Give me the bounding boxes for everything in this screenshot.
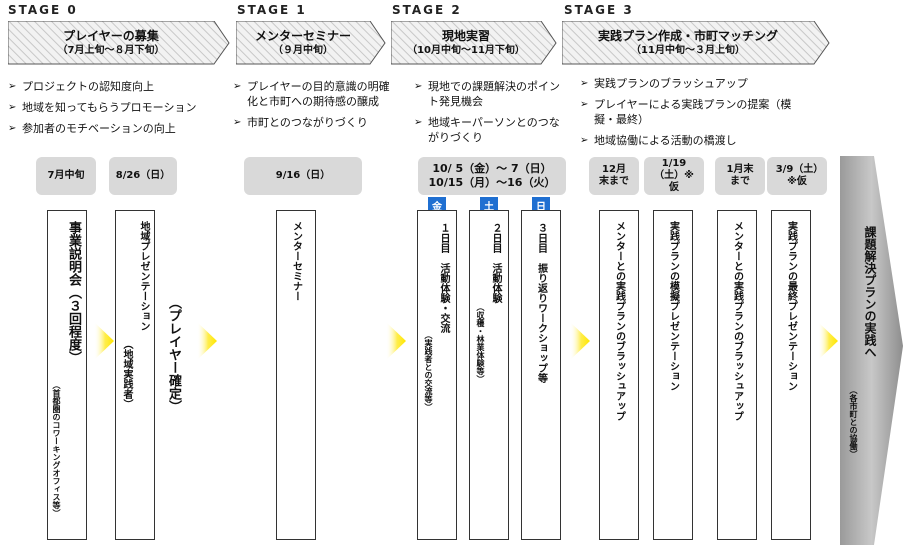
bullet-arrow-icon: ➢ [233,117,242,128]
chiiki-pres-main: 地域プレゼンテーション [138,221,149,331]
mock-pres-box: 実践プランの模擬プレゼンテーション [653,210,693,540]
brush1-box: メンターとの実践プランのブラッシュアップ [599,210,639,540]
stage2-period: （10月中旬～11月下旬） [407,45,525,56]
setsumeikai-main: 事業説明会（３回程度） [66,221,81,364]
player-kakutei: （プレイヤー確定） [166,296,181,413]
stage3-bullets: ➢実践プランのブラッシュアップ ➢プレイヤーによる実践プランの提案（模擬・最終）… [580,76,792,154]
flow-arrow-icon [386,322,406,360]
day-badge-sat: 土 [480,197,498,213]
stage0-title: プレイヤーの募集 [63,29,159,43]
brush1-text: メンターとの実践プランのブラッシュアップ [613,221,625,421]
mentor-seminar-box: メンターセミナー [276,210,316,540]
day2-main: ２日目 活動体験 [490,223,501,303]
day1-box: １日目 活動体験・交流 （実践者との交流等） [417,210,457,540]
day2-note: （収穫・林業体験等） [476,303,485,383]
list-item: ➢実践プランのブラッシュアップ [580,77,748,90]
stage1-period: （９月中旬） [273,45,333,56]
day1-main: １日目 活動体験・交流 [438,223,449,333]
final-arrow-shape [840,156,903,545]
brush2-box: メンターとの実践プランのブラッシュアップ [717,210,757,540]
bullet-arrow-icon: ➢ [414,81,423,92]
final-main: 課題解決プランの実践へ [863,226,877,358]
date-sep: 9/16（日） [244,157,362,195]
list-item: ➢地域協働による活動の橋渡し [580,134,737,147]
stage3-label: STAGE 3 [564,3,634,17]
date-jan-end: 1月末まで [715,157,765,195]
bullet-arrow-icon: ➢ [414,117,423,128]
stage0-chevron: プレイヤーの募集 （7月上旬～８月下旬） [8,21,230,65]
date-mar9: 3/9（土）※仮 [767,157,827,195]
flow-arrow-icon [197,322,217,360]
date-dec: 12月末まで [589,157,639,195]
final-pres-text: 実践プランの最終プレゼンテーション [785,221,797,391]
flow-arrow-icon [570,322,590,360]
stage0-label: STAGE 0 [8,3,78,17]
bullet-arrow-icon: ➢ [580,78,589,89]
stage3-title: 実践プラン作成・市町マッチング [597,29,778,43]
flow-arrow-icon [818,322,838,360]
stage0-bullets: ➢プロジェクトの認知度向上 ➢地域を知ってもらうプロモーション ➢参加者のモチベ… [8,79,230,142]
day3-box: ３日目 振り返りワークショップ等 [521,210,561,540]
day3-main: ３日目 振り返りワークショップ等 [535,223,547,383]
bullet-arrow-icon: ➢ [580,99,589,110]
final-text: 課題解決プランの実践へ （各市町との協働） [848,226,879,458]
list-item: ➢地域を知ってもらうプロモーション [8,101,197,114]
stage1-title: メンターセミナー [254,29,351,43]
setsumeikai-box: 事業説明会（３回程度） （首都圏のコワーキングオフィス等） [47,210,87,540]
date-oct: 10/ 5（金）～ 7（日） 10/15（月）～16（火） [418,157,566,195]
stage3-period: （11月中旬～３月上旬） [631,45,745,56]
bullet-arrow-icon: ➢ [8,102,17,113]
date-oct-line1: 10/ 5（金）～ 7（日） [432,162,552,175]
bullet-arrow-icon: ➢ [8,123,17,134]
stage1-chevron: メンターセミナー （９月中旬） [236,21,386,65]
bullet-arrow-icon: ➢ [580,135,589,146]
stage2-label: STAGE 2 [392,3,462,17]
day1-note: （実践者との交流等） [424,331,433,411]
list-item: ➢現地での課題解決のポイント発見機会 [414,80,560,108]
final-note: （各市町との協働） [849,386,858,458]
chiiki-pres-note: （地域実践者） [121,339,132,409]
list-item: ➢地域キーパーソンとのつながりづくり [414,116,560,144]
stage1-bullets: ➢プレイヤーの目的意識の明確化と市町への期待感の醸成 ➢市町とのつながりづくり [233,79,391,136]
list-item: ➢プレイヤーの目的意識の明確化と市町への期待感の醸成 [233,80,390,108]
date-jan19: 1/19（土）※仮 [644,157,704,195]
list-item: ➢プレイヤーによる実践プランの提案（模擬・最終） [580,98,792,126]
brush2-text: メンターとの実践プランのブラッシュアップ [731,221,743,421]
stage2-bullets: ➢現地での課題解決のポイント発見機会 ➢地域キーパーソンとのつながりづくり [414,79,564,151]
date-july: 7月中旬 [36,157,96,195]
list-item: ➢参加者のモチベーションの向上 [8,122,176,135]
mentor-seminar-text: メンターセミナー [290,221,302,301]
chiiki-pres-box: 地域プレゼンテーション （地域実践者） [115,210,155,540]
stage2-title: 現地実習 [441,29,490,43]
bullet-arrow-icon: ➢ [233,81,242,92]
date-aug: 8/26（日） [109,157,177,195]
flow-arrow-icon [94,322,114,360]
stage3-chevron: 実践プラン作成・市町マッチング （11月中旬～３月上旬） [562,21,830,65]
stage0-period: （7月上旬～８月下旬） [57,45,165,56]
final-pres-box: 実践プランの最終プレゼンテーション [771,210,811,540]
day2-box: ２日目 活動体験 （収穫・林業体験等） [469,210,509,540]
stage1-label: STAGE 1 [237,3,307,17]
setsumeikai-note: （首都圏のコワーキングオフィス等） [52,381,61,517]
mock-pres-text: 実践プランの模擬プレゼンテーション [667,221,679,391]
bullet-arrow-icon: ➢ [8,81,17,92]
day-badge-fri: 金 [428,197,446,213]
list-item: ➢市町とのつながりづくり [233,116,368,129]
date-oct-line2: 10/15（月）～16（火） [428,176,556,189]
stage2-chevron: 現地実習 （10月中旬～11月下旬） [391,21,557,65]
day-badge-sun: 日 [532,197,550,213]
list-item: ➢プロジェクトの認知度向上 [8,80,154,93]
